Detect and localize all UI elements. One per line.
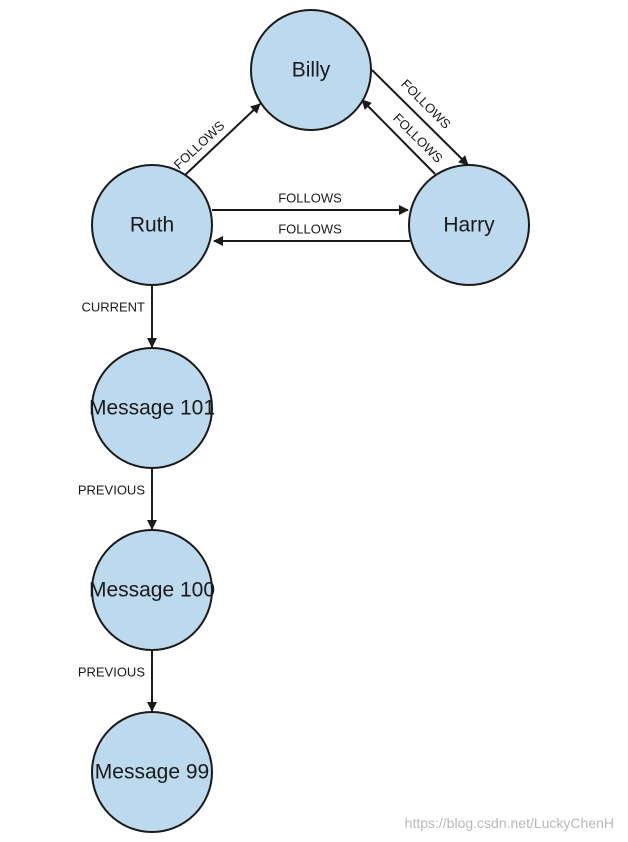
- node-billy: Billy: [250, 9, 372, 131]
- node-ruth-label: Ruth: [130, 214, 174, 237]
- edge-harry-follows-billy: [361, 99, 436, 175]
- edge-label-msg100-msg99: PREVIOUS: [78, 665, 146, 680]
- node-harry-label: Harry: [443, 214, 495, 237]
- node-harry-circle: [408, 164, 530, 286]
- node-billy-circle: [250, 9, 372, 131]
- node-message-100-circle: [91, 529, 213, 651]
- edge-billy-follows-harry: [371, 69, 469, 166]
- edges: [147, 69, 469, 712]
- edge-label-msg101-msg100: PREVIOUS: [78, 483, 146, 498]
- edge-label-ruth-billy: FOLLOWS: [171, 118, 228, 173]
- node-harry: Harry: [408, 164, 530, 286]
- node-message-101-circle: [91, 347, 213, 469]
- node-ruth: Ruth: [91, 164, 213, 286]
- node-message-99: Message 99: [91, 711, 213, 833]
- node-billy-label: Billy: [292, 59, 331, 82]
- node-message-99-label: Message 99: [95, 761, 209, 784]
- node-ruth-circle: [91, 164, 213, 286]
- edge-ruth-follows-billy: [183, 103, 261, 177]
- edge-label-ruth-msg101: CURRENT: [81, 300, 145, 315]
- node-message-101-label: Message 101: [89, 397, 215, 420]
- edge-label-ruth-harry: FOLLOWS: [278, 191, 342, 206]
- watermark-text: https://blog.csdn.net/LuckyChenH: [404, 815, 614, 831]
- node-message-101: Message 101: [89, 347, 215, 469]
- node-message-99-circle: [91, 711, 213, 833]
- edge-label-harry-ruth: FOLLOWS: [278, 222, 342, 237]
- node-message-100-label: Message 100: [89, 579, 215, 602]
- node-message-100: Message 100: [89, 529, 215, 651]
